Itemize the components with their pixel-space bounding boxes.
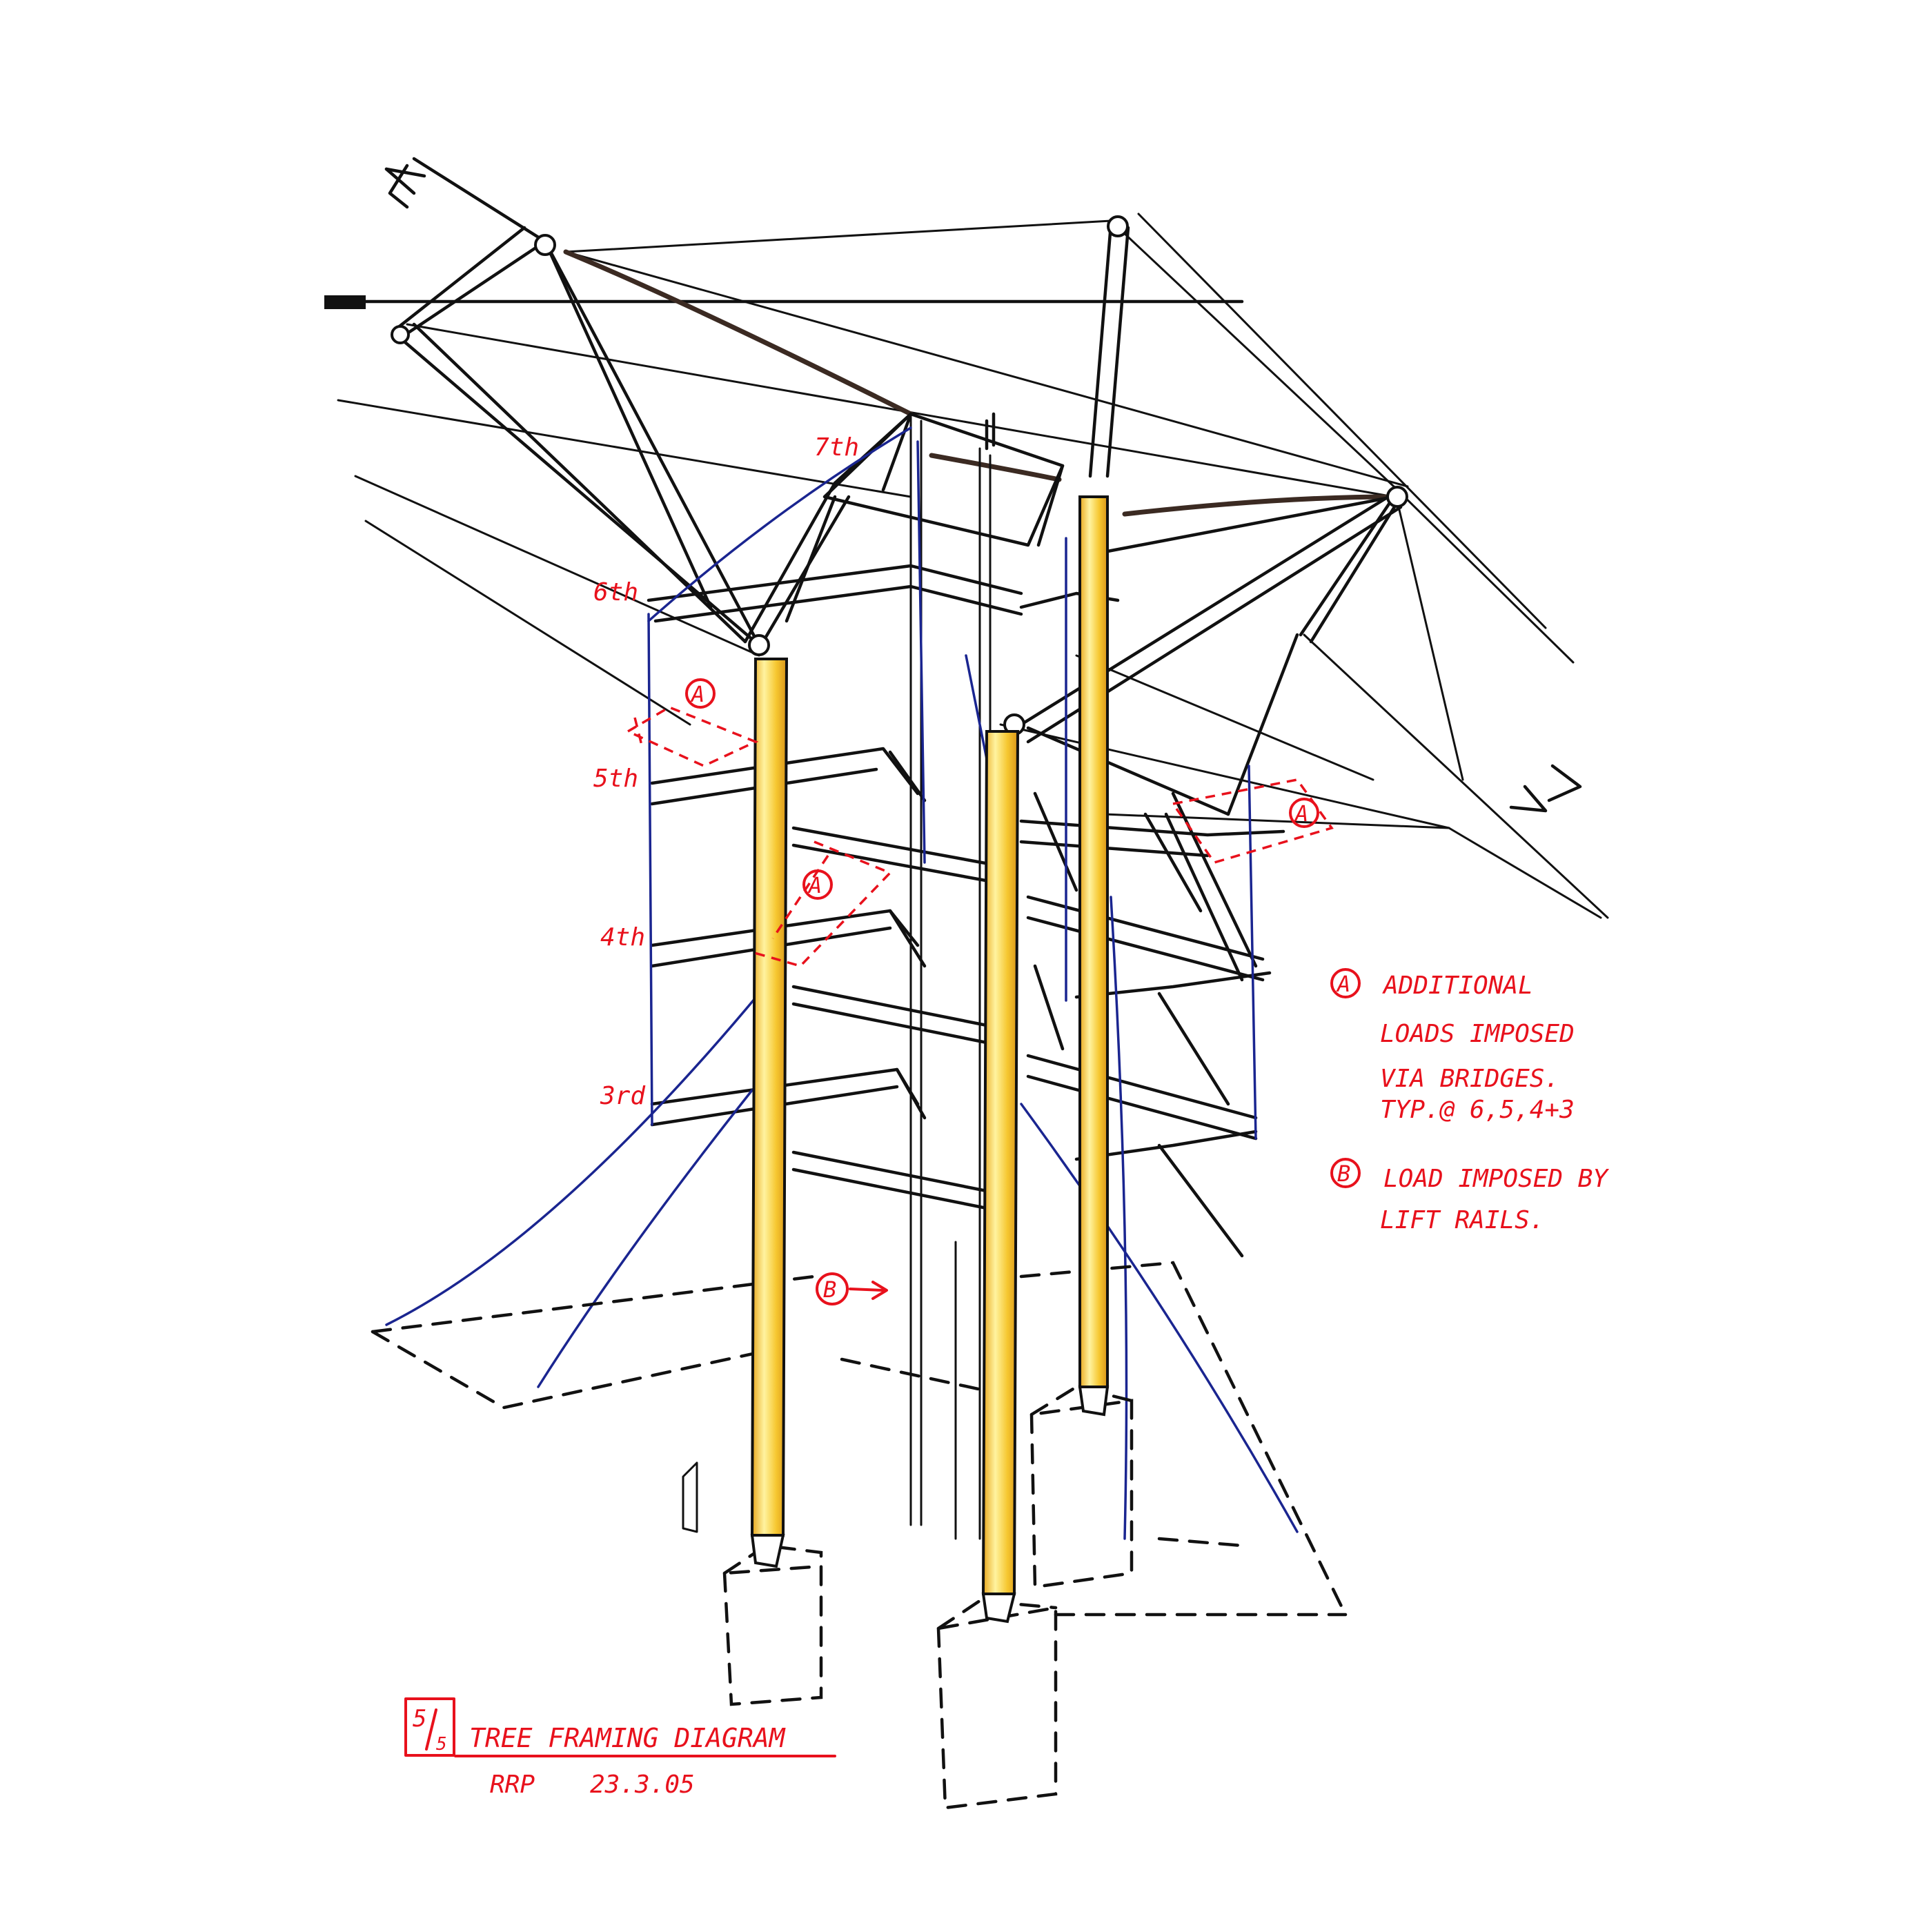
left-tree-branches [384,157,913,656]
sheet-total: 5 [436,1734,447,1755]
floor-slabs [647,564,1285,1258]
floor-label-6th: 6th [593,578,638,607]
legend-marker-a [1330,968,1361,998]
ground-outline [371,1261,1348,1617]
svg-text:A: A [1294,800,1308,827]
guy-cables [337,213,1609,919]
sheet-box [404,1697,455,1757]
svg-text:B: B [1337,1161,1350,1187]
legend-a-line-1: ADDITIONAL [1382,972,1533,1000]
floor-label-4th: 4th [600,923,645,952]
blue-tension-lines [385,426,1299,1540]
front-column [981,730,1020,1595]
load-marker-b: B [816,1272,888,1305]
core-frame-top [822,412,1065,547]
title-block: 5 5 TREE FRAMING DIAGRAM RRP 23.3.05 [404,1697,836,1799]
author-initials: RRP [490,1771,535,1799]
load-marker-a-side: A [1171,778,1334,865]
svg-text:A: A [807,872,822,898]
floor-label-3rd: 3rd [600,1082,646,1110]
columns [750,495,1110,1624]
sheet-number: 5 [413,1705,426,1733]
branch-node [748,634,770,656]
branch-node [391,325,410,344]
drawing-date: 23.3.05 [590,1771,695,1799]
branch-node [1107,215,1129,237]
floor-label-5th: 5th [593,765,638,793]
load-marker-a-6th: A [625,678,759,767]
legend-marker-b [1330,1158,1361,1188]
floor-label-7th: 7th [814,433,859,462]
legend: A ADDITIONAL LOADS IMPOSED VIA BRIDGES. … [1330,968,1609,1234]
horizon-line [324,295,1244,309]
brown-tension-members [563,249,1397,517]
legend-b-line-2: LIFT RAILS. [1380,1206,1544,1234]
floor-labels: 7th 6th 5th 4th 3rd [593,433,859,1110]
horizon-end-mark [324,295,366,309]
legend-a-line-2: LOADS IMPOSED [1380,1020,1575,1048]
left-column [750,658,789,1537]
legend-a-line-4: TYP.@ 6,5,4+3 [1380,1096,1575,1124]
svg-text:A: A [1336,971,1350,997]
arrows [388,164,1582,813]
footings [682,1385,1134,1810]
legend-a-line-3: VIA BRIDGES. [1380,1065,1559,1093]
drawing-title: TREE FRAMING DIAGRAM [469,1723,786,1753]
load-marker-a-5th: A [751,840,893,967]
branch-node [1386,486,1408,508]
branch-node [534,234,556,256]
svg-text:A: A [690,681,704,707]
svg-text:B: B [823,1276,836,1303]
right-column [1078,495,1109,1388]
legend-b-line-1: LOAD IMPOSED BY [1383,1165,1609,1193]
